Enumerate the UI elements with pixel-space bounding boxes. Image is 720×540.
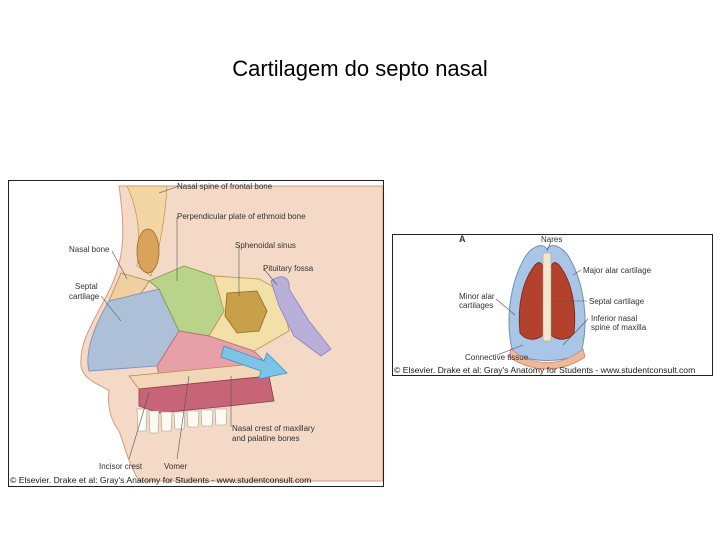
label-pituitary-fossa: Pituitary fossa (263, 264, 314, 273)
label-minor-alar-1: Minor alar (459, 292, 495, 301)
figure-right-credit: © Elsevier. Drake et al: Gray's Anatomy … (394, 365, 695, 375)
nasal-septum-lateral-figure: Nasal spine of frontal bone Perpendicula… (8, 180, 384, 487)
label-major-alar: Major alar cartilage (583, 266, 652, 275)
label-sphenoidal-sinus: Sphenoidal sinus (235, 241, 296, 250)
label-septal-cartilage: Septal cartilage (589, 297, 645, 306)
nasal-cartilage-inferior-figure: A Nares Major alar cartilage Minor alar … (392, 234, 713, 376)
frontal-sinus (137, 229, 159, 273)
label-nasal-spine-frontal: Nasal spine of frontal bone (177, 182, 273, 191)
septal-column (543, 253, 551, 341)
nares-illustration: A Nares Major alar cartilage Minor alar … (393, 235, 712, 375)
label-vomer: Vomer (164, 462, 187, 471)
slide-title: Cartilagem do septo nasal (0, 56, 720, 82)
label-septal-cartilage-1: Septal (75, 282, 98, 291)
septum-illustration: Nasal spine of frontal bone Perpendicula… (9, 181, 383, 486)
label-nasal-bone: Nasal bone (69, 245, 110, 254)
label-nares: Nares (541, 235, 562, 244)
label-connective-tissue: Connective tissue (465, 353, 529, 362)
label-nasal-crest-2: and palatine bones (232, 434, 300, 443)
label-incisor-crest: Incisor crest (99, 462, 143, 471)
panel-letter: A (459, 235, 466, 244)
figure-left-credit: © Elsevier. Drake et al: Gray's Anatomy … (10, 475, 311, 485)
label-inferior-nasal-1: Inferior nasal (591, 314, 637, 323)
label-nasal-crest-1: Nasal crest of maxillary (232, 424, 315, 433)
label-septal-cartilage-2: cartilage (69, 292, 100, 301)
label-inferior-nasal-2: spine of maxilla (591, 323, 647, 332)
label-minor-alar-2: cartilages (459, 301, 493, 310)
label-perpendicular-plate: Perpendicular plate of ethmoid bone (177, 212, 306, 221)
